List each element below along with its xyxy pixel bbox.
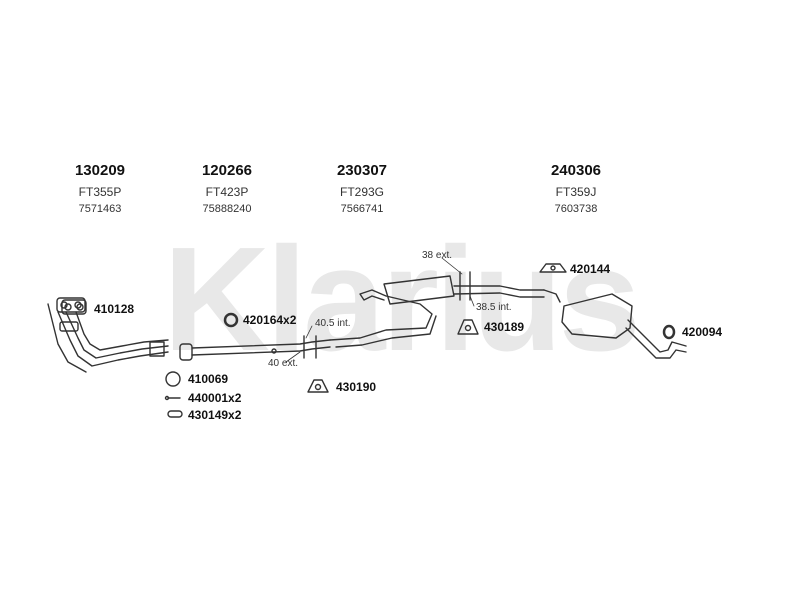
part-ref: 7571463 bbox=[78, 203, 122, 215]
part-ref: 7603738 bbox=[554, 203, 598, 215]
part-ref: 75888240 bbox=[202, 203, 252, 215]
mount-430190-icon bbox=[307, 379, 329, 393]
note-40-ext: 40 ext. bbox=[268, 358, 299, 369]
label-420144: 420144 bbox=[570, 262, 611, 276]
ring-420164-icon bbox=[223, 312, 239, 328]
label-430189: 430189 bbox=[484, 320, 525, 334]
part-code: FT359J bbox=[555, 185, 597, 199]
front-pipe bbox=[47, 297, 169, 373]
label-410069: 410069 bbox=[188, 372, 229, 386]
part-code: FT423P bbox=[205, 185, 249, 199]
column-230307: 230307 FT293G 7566741 bbox=[307, 162, 417, 215]
mount-420144-icon bbox=[539, 263, 567, 273]
part-icons bbox=[61, 263, 676, 418]
label-430190: 430190 bbox=[336, 380, 377, 394]
spring-430149-icon bbox=[167, 410, 183, 418]
part-number: 230307 bbox=[336, 162, 388, 179]
gasket-410128-icon bbox=[61, 299, 87, 315]
clamp-410069-icon bbox=[165, 371, 181, 387]
part-ref: 7566741 bbox=[340, 203, 384, 215]
label-420094: 420094 bbox=[682, 325, 723, 339]
label-410128: 410128 bbox=[94, 302, 135, 316]
centre-silencer bbox=[329, 271, 545, 348]
part-code: FT293G bbox=[339, 185, 384, 199]
mount-430189-icon bbox=[457, 319, 479, 335]
ring-420094-icon bbox=[662, 324, 676, 340]
label-420164: 420164x2 bbox=[243, 313, 297, 327]
label-440001: 440001x2 bbox=[188, 391, 242, 405]
note-38-5-int: 38.5 int. bbox=[476, 302, 512, 313]
part-number: 240306 bbox=[550, 162, 602, 179]
note-38-ext: 38 ext. bbox=[422, 250, 453, 261]
column-240306: 240306 FT359J 7603738 bbox=[521, 162, 631, 215]
column-130209: 130209 FT355P 7571463 bbox=[45, 162, 155, 215]
leader-lines bbox=[285, 257, 475, 363]
label-430149: 430149x2 bbox=[188, 408, 242, 422]
part-code: FT355P bbox=[78, 185, 122, 199]
note-40-5-int: 40.5 int. bbox=[315, 318, 351, 329]
intermediate-pipe bbox=[179, 335, 331, 361]
rear-silencer bbox=[543, 289, 687, 359]
column-120266: 120266 FT423P 75888240 bbox=[172, 162, 282, 215]
part-number: 120266 bbox=[201, 162, 253, 179]
part-number: 130209 bbox=[74, 162, 126, 179]
